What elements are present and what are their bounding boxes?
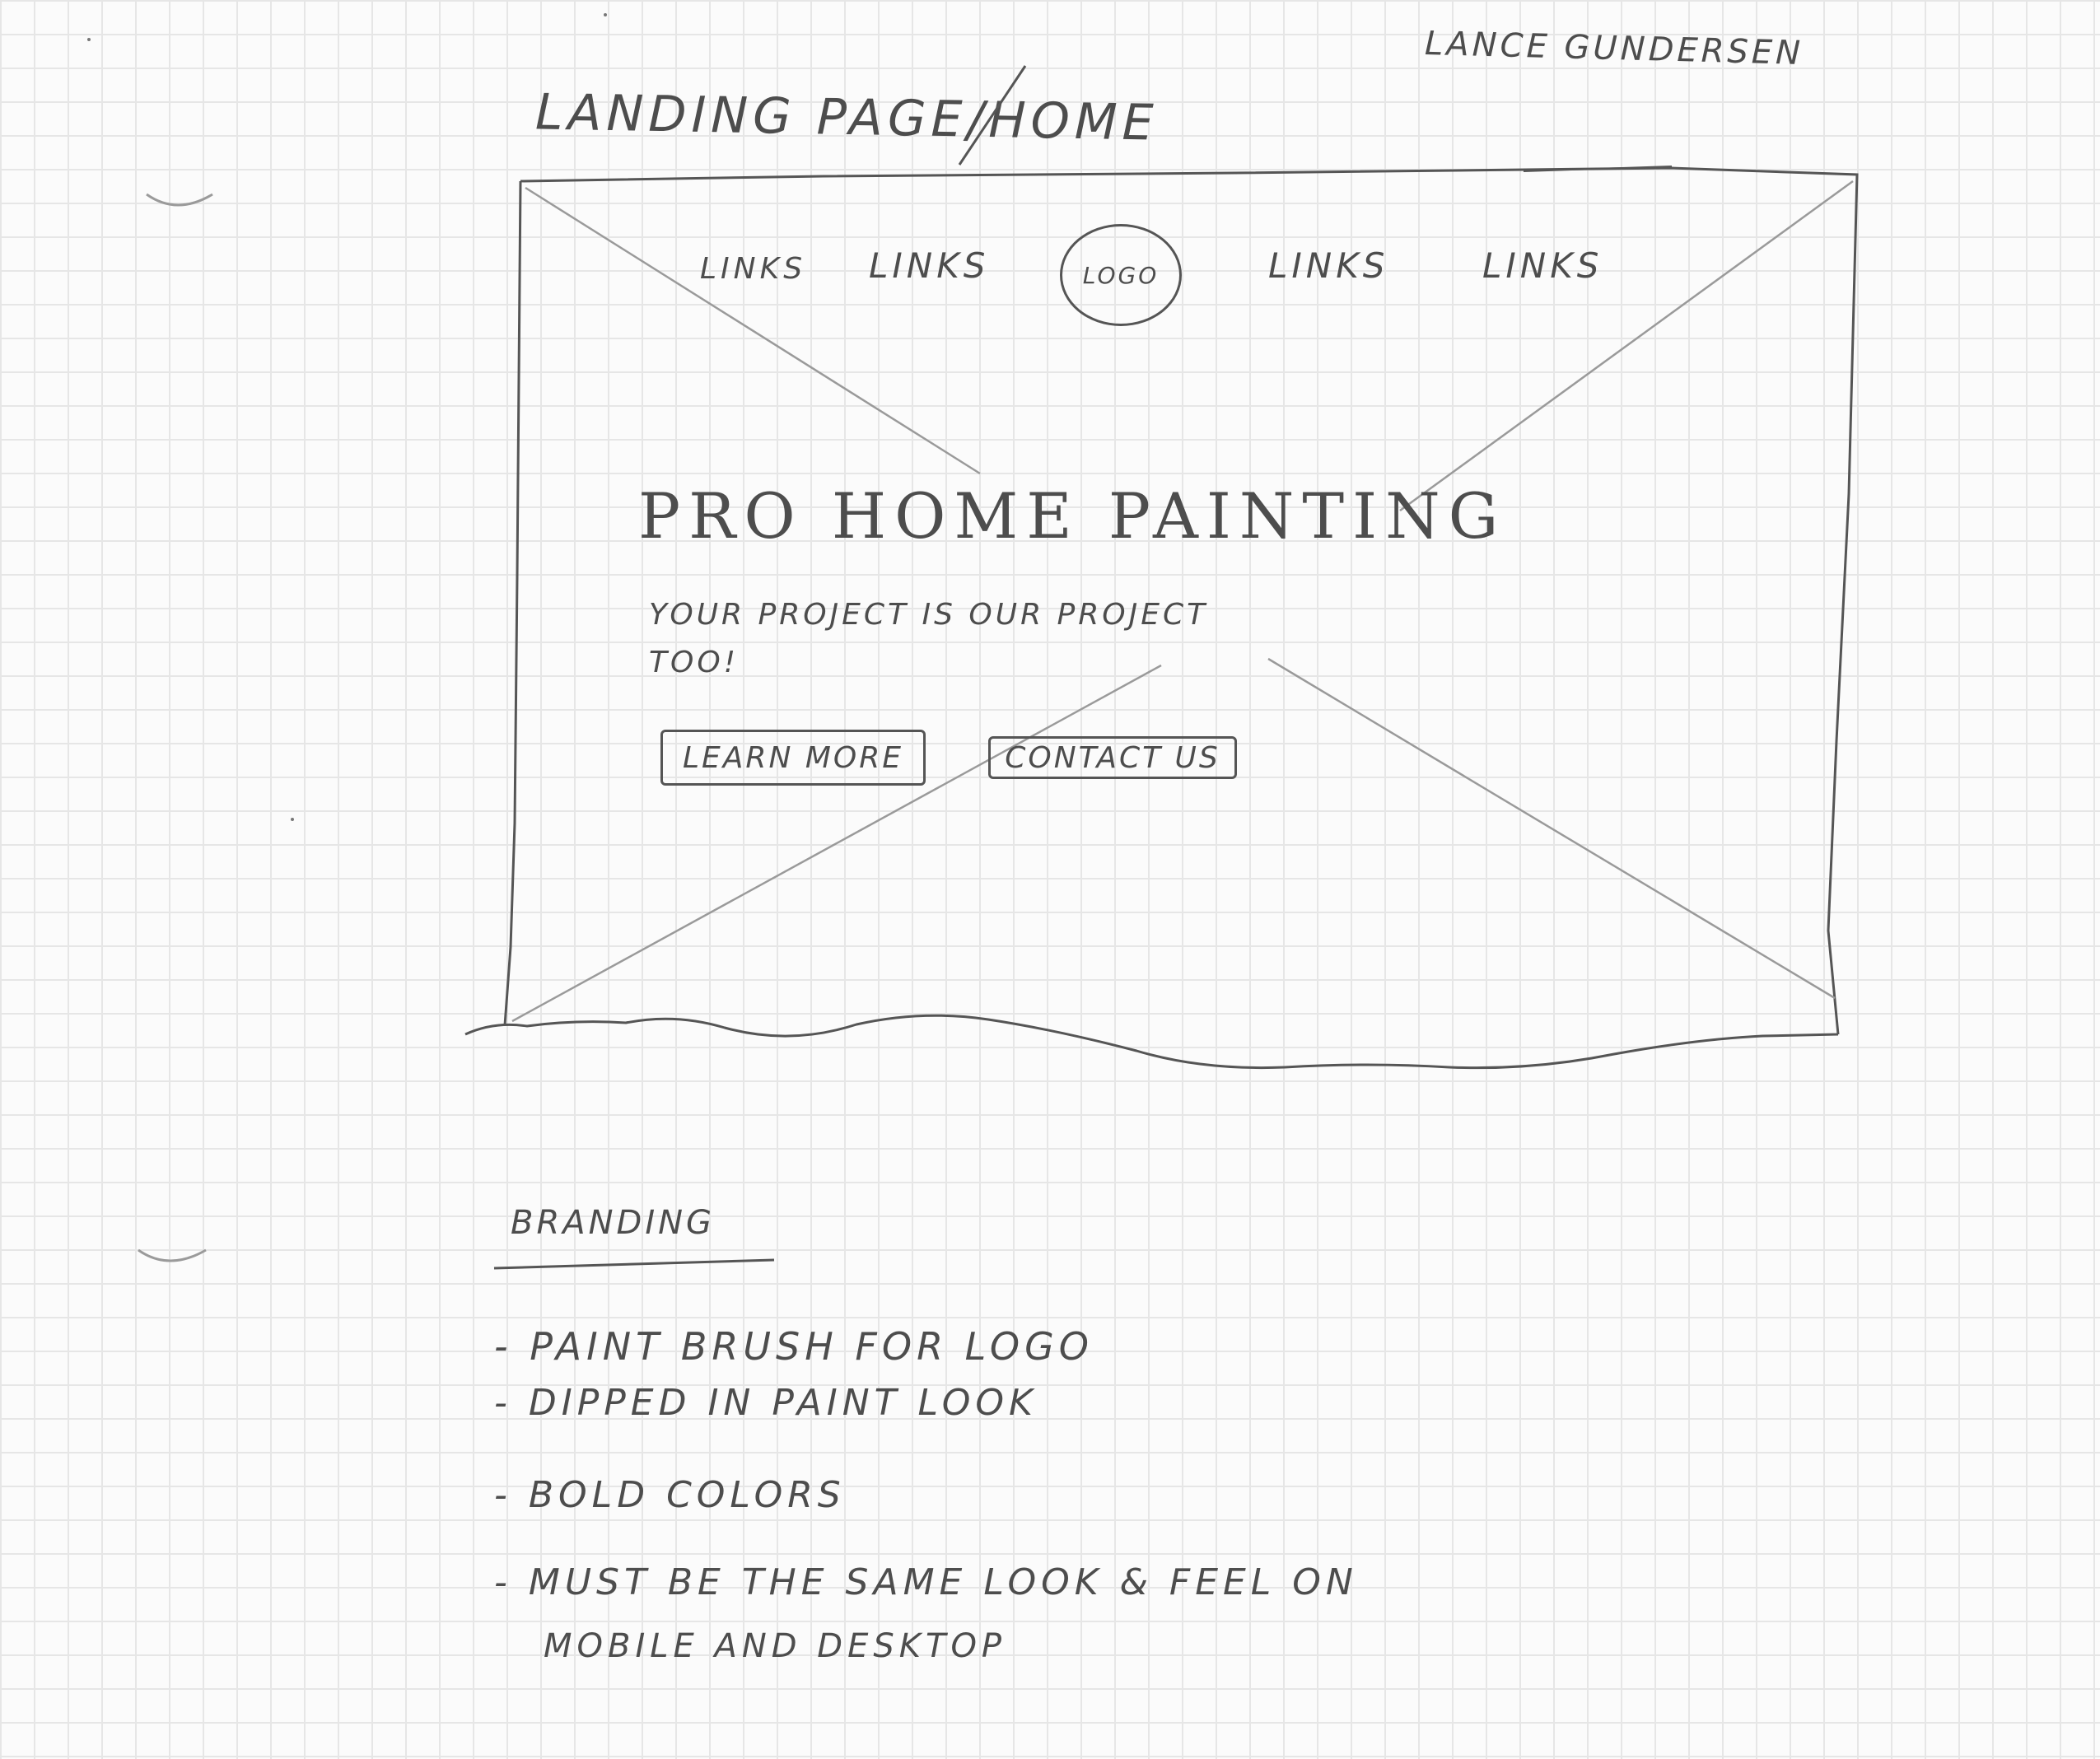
- stray-mark: [604, 13, 607, 16]
- nav-link[interactable]: LINKS: [869, 245, 990, 286]
- frame-top-overstroke: [1523, 166, 1673, 172]
- hero-tagline: YOUR PROJECT IS OUR PROJECT TOO!: [649, 598, 1209, 679]
- placeholder-cross-line: [525, 186, 981, 475]
- placeholder-cross-line: [511, 664, 1162, 1023]
- punch-hole-bottom: [138, 1248, 207, 1262]
- hero-frame: [464, 166, 1859, 1070]
- branding-note: - BOLD COLORS: [494, 1474, 846, 1516]
- branding-note: - MUST BE THE SAME LOOK & FEEL ON: [494, 1561, 1358, 1603]
- nav-link[interactable]: LINKS: [1482, 245, 1603, 286]
- branding-note: - PAINT BRUSH FOR LOGO: [494, 1324, 1094, 1369]
- nav-link[interactable]: LINKS: [1268, 245, 1389, 286]
- learn-more-button[interactable]: LEARN MORE: [660, 730, 926, 786]
- stray-mark: [87, 38, 91, 41]
- branding-note: - DIPPED IN PAINT LOOK: [494, 1382, 1038, 1424]
- hero-heading: PRO HOME PAINTING: [638, 479, 1507, 553]
- contact-us-button[interactable]: CONTACT US: [988, 736, 1237, 779]
- logo-label: LOGO: [1082, 261, 1160, 289]
- stray-mark: [291, 818, 294, 821]
- branding-note-continuation: MOBILE AND DESKTOP: [544, 1627, 1007, 1665]
- placeholder-cross-line: [1399, 180, 1854, 512]
- branding-heading: BRANDING: [511, 1204, 716, 1242]
- logo-placeholder[interactable]: LOGO: [1060, 224, 1182, 326]
- title-slash: [958, 65, 1027, 166]
- punch-hole-top: [146, 193, 213, 207]
- branding-underline: [493, 1258, 775, 1270]
- nav-link[interactable]: LINKS: [700, 252, 807, 286]
- placeholder-cross-line: [1267, 657, 1836, 1000]
